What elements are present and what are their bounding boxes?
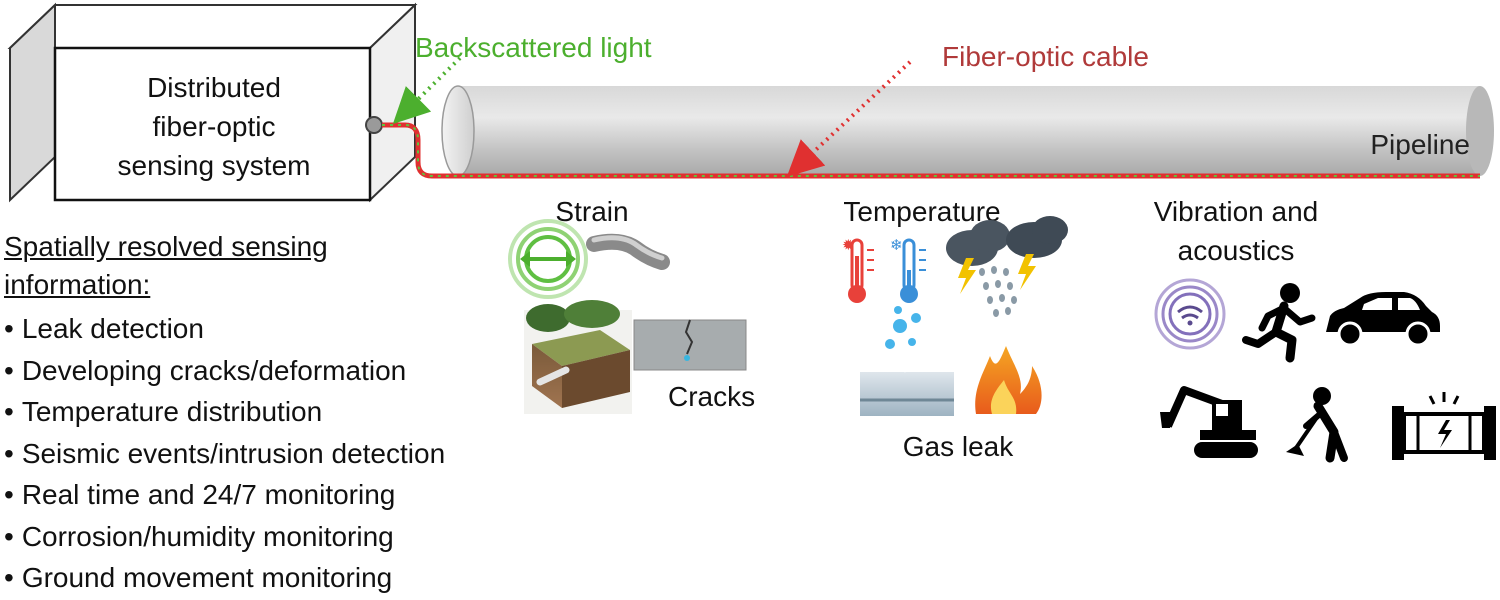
digging-worker-icon (1286, 387, 1348, 463)
fiber-cable-arrow (786, 60, 912, 177)
list-item: Corrosion/humidity monitoring (4, 516, 564, 558)
gas-leak-label: Gas leak (903, 431, 1014, 462)
backscattered-light-label: Backscattered light (415, 32, 652, 63)
sensing-information-panel: Spatially resolved sensing information: … (4, 228, 564, 599)
vibration-label-line-1: Vibration and (1154, 196, 1319, 227)
svg-text:❄: ❄ (890, 237, 903, 254)
fiber-cable-annotation: Fiber-optic cable (786, 41, 1149, 177)
fiber-cable (382, 122, 1480, 179)
pipeline-label: Pipeline (1370, 129, 1470, 160)
list-item: Real time and 24/7 monitoring (4, 474, 564, 516)
temperature-label: Temperature (843, 196, 1000, 227)
gas-leak-panel-icon (860, 306, 954, 416)
info-heading-line-1: Spatially resolved sensing (4, 231, 328, 262)
pipeline: Pipeline (441, 85, 1494, 177)
list-item: Ground movement monitoring (4, 557, 564, 599)
fiber-cable-label: Fiber-optic cable (942, 41, 1149, 72)
list-item: Leak detection (4, 308, 564, 350)
vibration-rings-icon (1154, 278, 1226, 350)
system-label-line-3: sensing system (118, 150, 311, 181)
fire-icon (975, 346, 1042, 414)
strain-label: Strain (555, 196, 628, 227)
bent-pipe-icon (586, 233, 670, 270)
excavator-icon (1160, 386, 1258, 458)
list-item: Developing cracks/deformation (4, 350, 564, 392)
car-icon (1326, 292, 1440, 347)
cracks-label: Cracks (668, 381, 755, 412)
system-label-line-1: Distributed (147, 72, 281, 103)
info-heading-line-2: information: (4, 269, 151, 300)
temperature-section: Temperature ✹ ❄ (842, 196, 1068, 462)
info-heading: Spatially resolved sensing information: (4, 228, 564, 304)
sensing-system-box: Distributed fiber-optic sensing system (7, 2, 418, 203)
strain-rings-icon (508, 219, 588, 299)
info-list: Leak detection Developing cracks/deforma… (4, 308, 564, 599)
connector-port (365, 116, 383, 134)
system-label-line-2: fiber-optic (153, 111, 276, 142)
damaged-pipe-icon (1392, 392, 1496, 460)
backscatter-arrow (392, 56, 462, 125)
crack-panel-icon (633, 319, 747, 371)
list-item: Seismic events/intrusion detection (4, 433, 564, 475)
thermometer-cold-icon: ❄ (890, 237, 926, 303)
backscattered-light-annotation: Backscattered light (392, 32, 652, 125)
thermometer-hot-icon: ✹ (842, 237, 874, 303)
running-person-icon (1242, 283, 1316, 363)
pipe-end-cap (441, 85, 475, 177)
vibration-section: Vibration and acoustics (1154, 196, 1496, 463)
list-item: Temperature distribution (4, 391, 564, 433)
vibration-label-line-2: acoustics (1178, 235, 1295, 266)
storm-cloud-icon (946, 216, 1068, 317)
